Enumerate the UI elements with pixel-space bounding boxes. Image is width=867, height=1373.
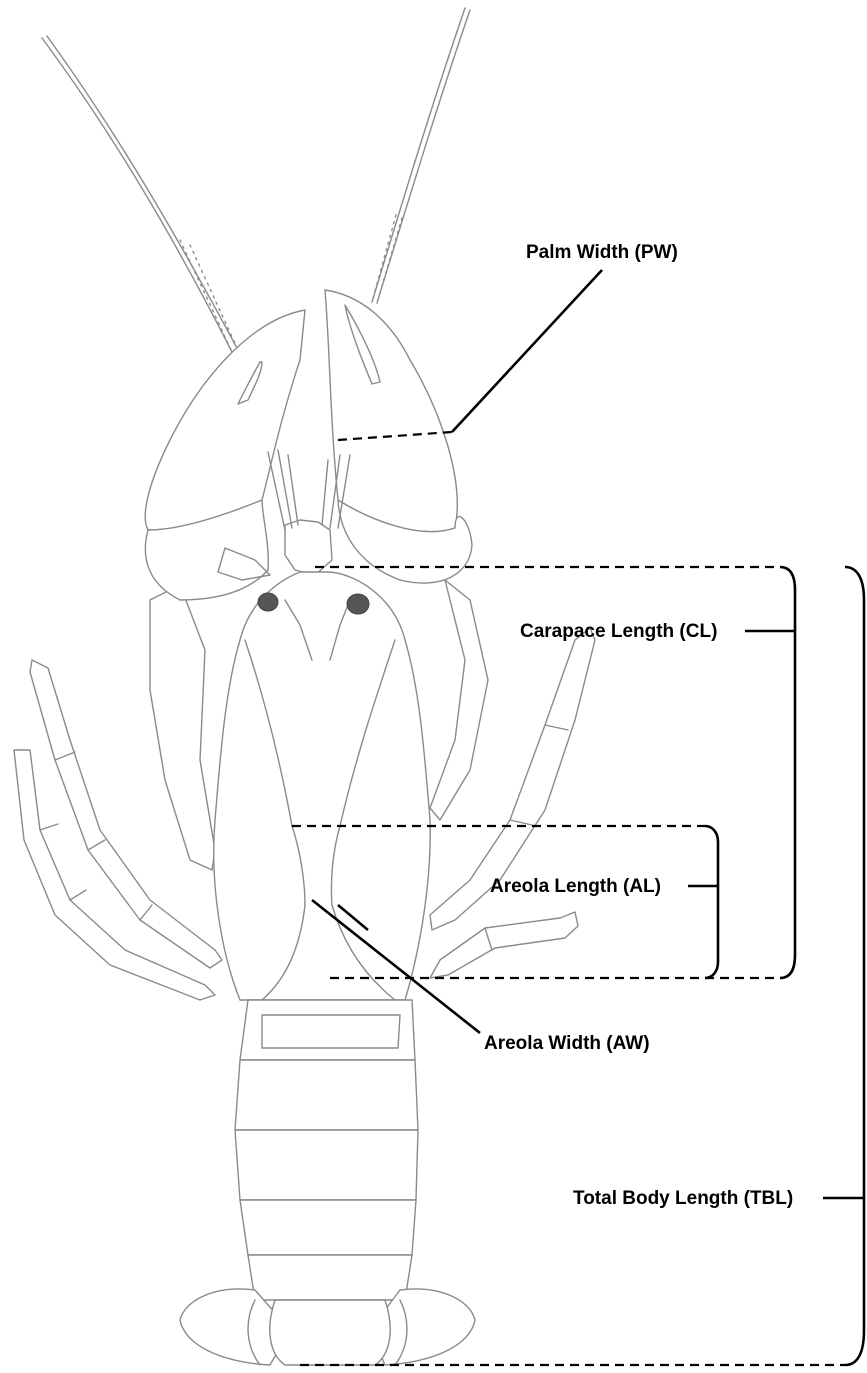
areola-length-label: Areola Length (AL) [490, 877, 661, 896]
carapace-length-label: Carapace Length (CL) [520, 622, 717, 641]
antennae [42, 8, 470, 352]
total-body-length-label: Total Body Length (TBL) [573, 1189, 793, 1208]
right-eye [347, 594, 369, 614]
mouthparts [268, 450, 350, 575]
left-eye [258, 593, 278, 611]
claws [145, 290, 472, 600]
left-walking-legs [14, 585, 222, 1000]
tail-fan [180, 1289, 475, 1365]
abdomen [235, 1000, 418, 1300]
palm-width-label: Palm Width (PW) [526, 243, 678, 262]
carapace [214, 572, 430, 1000]
areola-width-label: Areola Width (AW) [484, 1034, 650, 1053]
